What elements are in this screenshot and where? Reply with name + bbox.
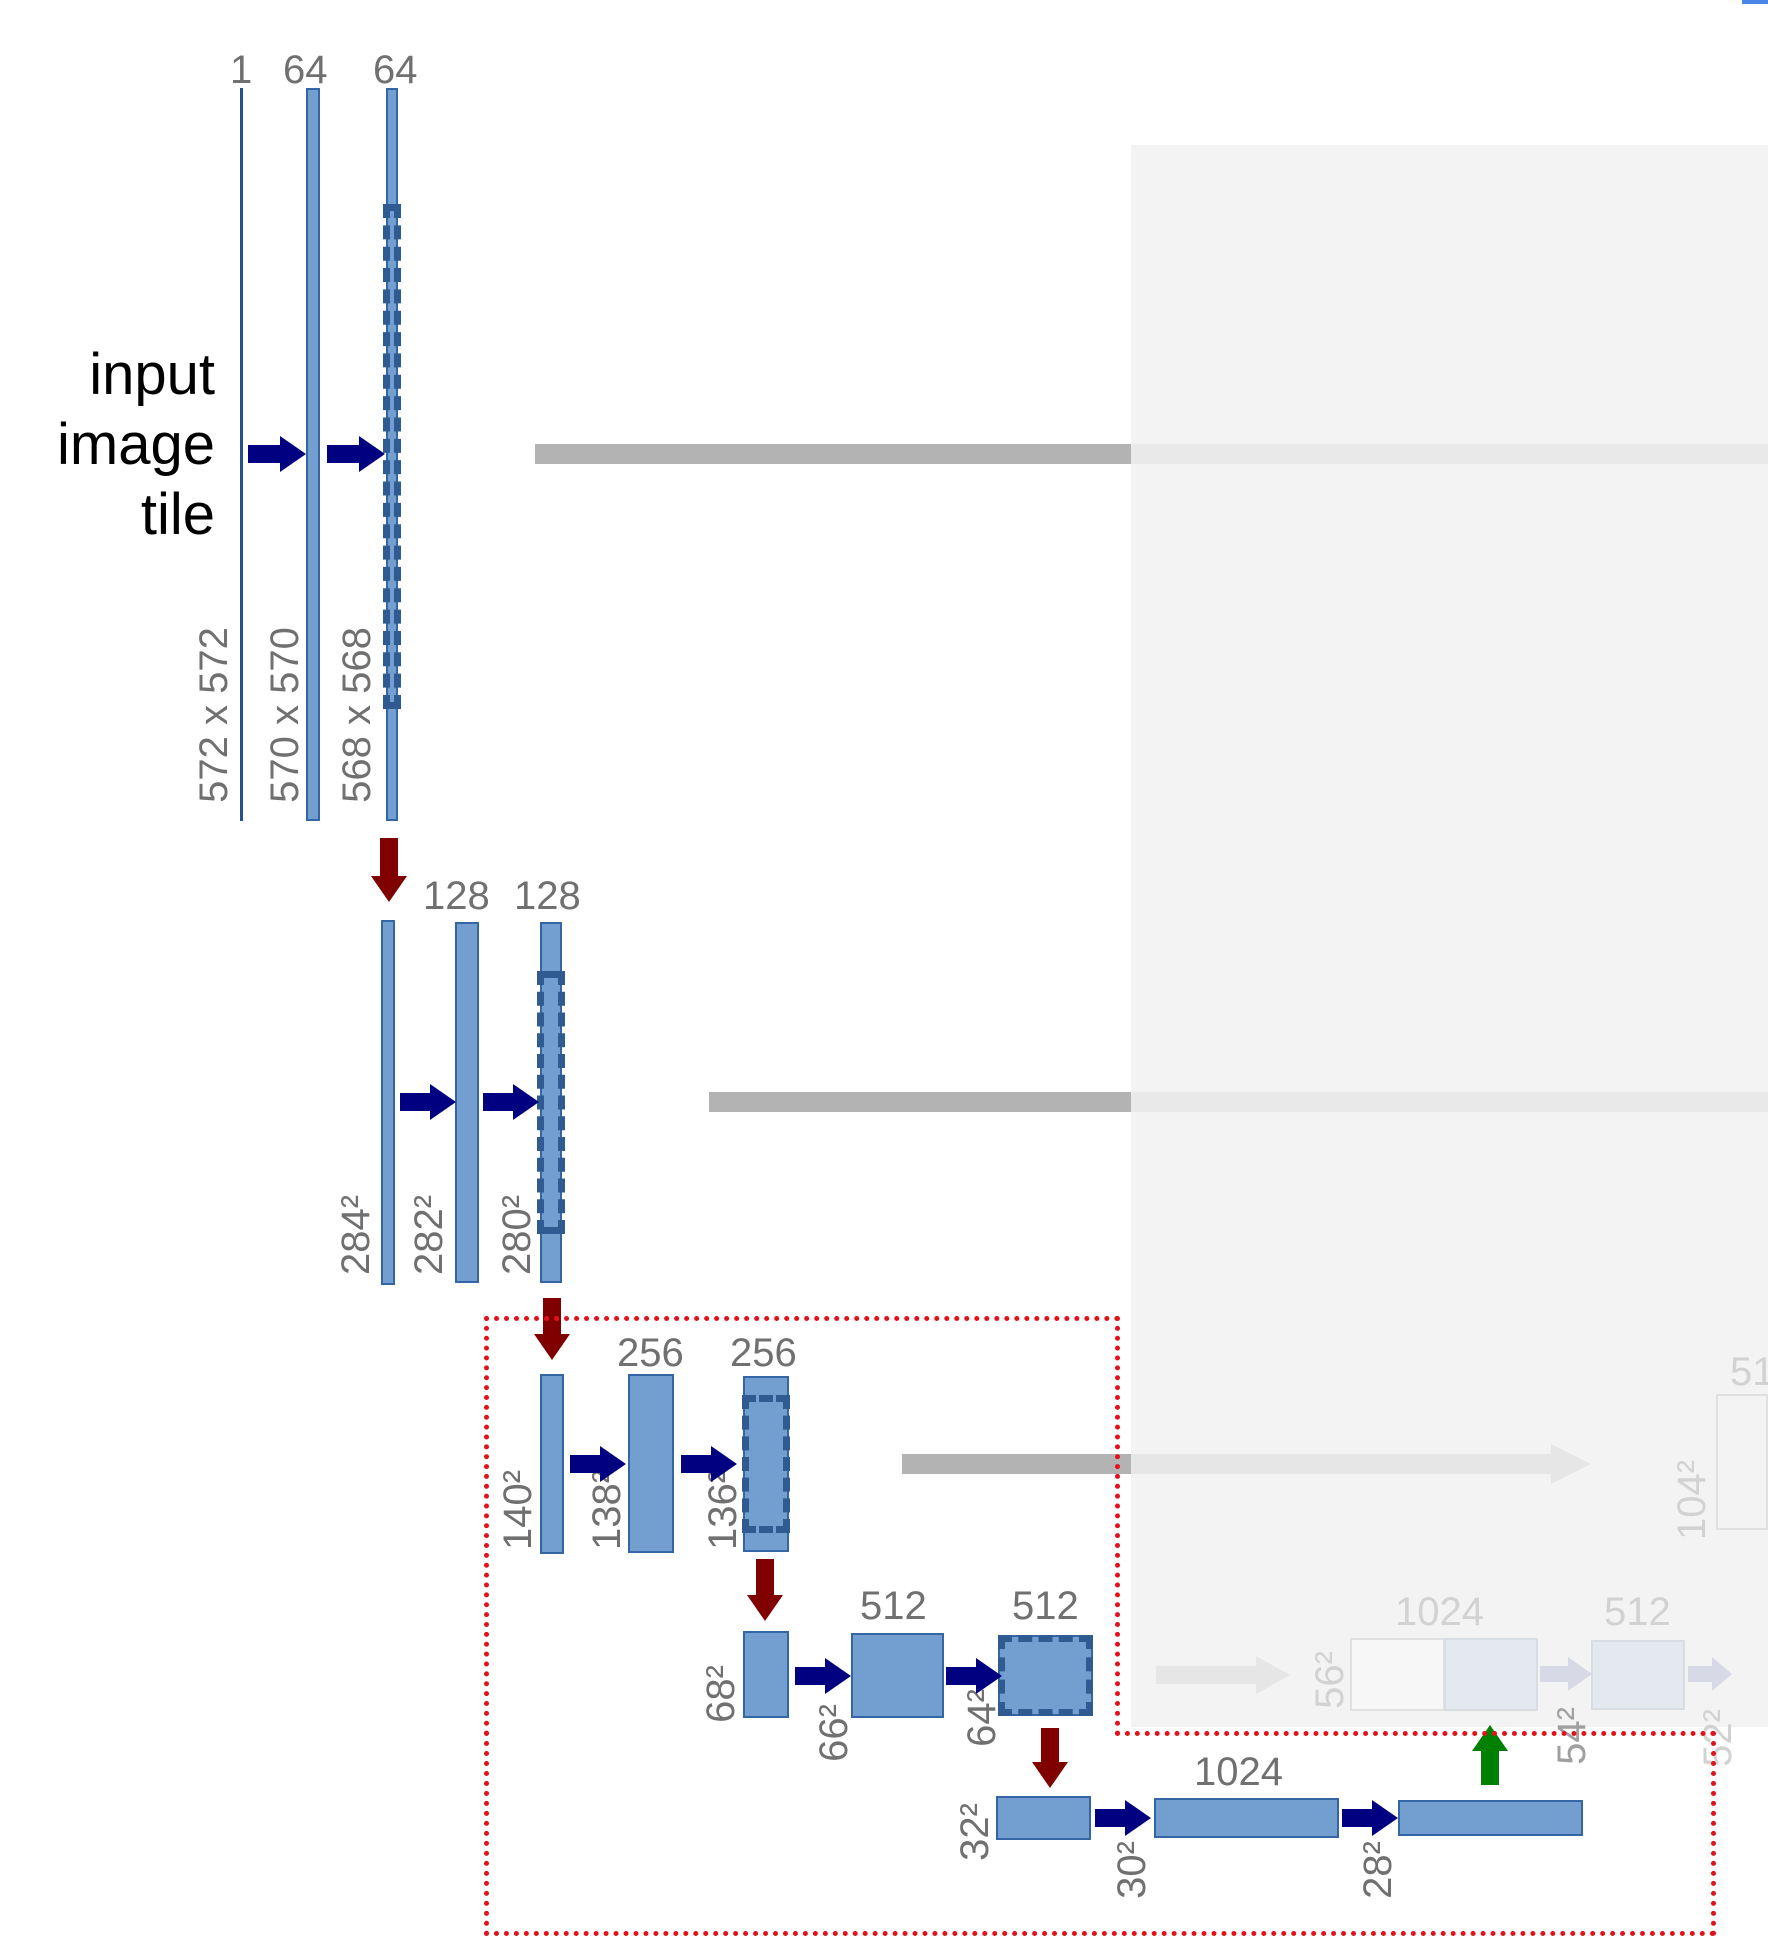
feature-map-l5-conv2 [1398, 1800, 1583, 1836]
pool-arrow-l3 [747, 1559, 783, 1621]
copy-crop-line-l3 [902, 1454, 1132, 1474]
channel-count-l3-conv1: 256 [617, 1331, 684, 1375]
crop-region-l2 [537, 971, 565, 1234]
conv-arrow-l5-a [1095, 1800, 1151, 1836]
crop-region-l4 [998, 1635, 1093, 1716]
conv-arrow-l4-b [946, 1658, 1002, 1694]
feature-map-l4-conv1 [851, 1633, 944, 1718]
corner-marker [1742, 0, 1768, 4]
copy-crop-line-l2 [709, 1092, 1132, 1112]
copy-crop-arrow-l3-faded [1131, 1444, 1591, 1484]
size-label-l2-conv1: 282² [407, 1194, 451, 1276]
feature-map-l4-expansive-conv1 [1591, 1640, 1685, 1710]
up-conv-arrow-l5 [1472, 1725, 1508, 1785]
highlight-box-lower [484, 1731, 1716, 1936]
size-label-l1-input: 572 x 572 [192, 627, 236, 803]
pool-arrow-l2 [534, 1298, 570, 1360]
feature-map-l1-conv1 [306, 88, 320, 821]
channel-count-l4-conv2: 512 [1012, 1584, 1079, 1628]
conv-arrow-l1-a [248, 436, 306, 472]
crop-region-l3 [742, 1395, 790, 1533]
input-label-line-3: tile [140, 482, 215, 547]
conv-arrow-l2-b [483, 1084, 539, 1120]
channel-count-l2-conv2: 128 [514, 874, 581, 918]
feature-map-l4-upconv [1444, 1638, 1538, 1711]
highlight-box-upper [484, 1316, 1120, 1736]
feature-map-l4-cropped-copy [1350, 1638, 1445, 1711]
feature-map-l2-pooled [381, 920, 395, 1285]
channel-count-l2-conv1: 128 [423, 874, 490, 918]
input-label-line-2: image [57, 412, 215, 477]
conv-arrow-l3-a [570, 1446, 626, 1482]
channel-count-l4-conv1: 512 [860, 1584, 927, 1628]
channel-count-l1-conv1: 64 [283, 48, 328, 92]
size-label-l3-expansive: 104² [1670, 1459, 1714, 1541]
channel-count-l1-conv2: 64 [373, 48, 418, 92]
feature-map-l4-pooled [743, 1631, 789, 1718]
pool-arrow-l4 [1032, 1728, 1068, 1788]
conv-arrow-l3-b [681, 1446, 737, 1482]
conv-arrow-l4-a [795, 1658, 851, 1694]
feature-map-l5-pooled [996, 1796, 1091, 1840]
channel-count-l3-expansive-partial: 51 [1730, 1350, 1768, 1394]
channel-count-l4-expansive-conv: 512 [1604, 1590, 1671, 1634]
feature-map-l3-conv1 [628, 1374, 674, 1553]
copy-crop-arrow-l4-faded [1156, 1656, 1290, 1694]
input-image-tile-label: input image tile [20, 340, 215, 550]
input-feature-map [240, 88, 243, 821]
channel-count-l4-expansive-concat: 1024 [1395, 1590, 1484, 1634]
pool-arrow-l1 [371, 838, 407, 902]
input-label-line-1: input [89, 342, 215, 407]
channel-count-l3-conv2: 256 [730, 1331, 797, 1375]
conv-arrow-l2-a [400, 1084, 456, 1120]
feature-map-l5-conv1 [1154, 1798, 1339, 1838]
feature-map-l3-expansive-outline [1716, 1394, 1768, 1530]
feature-map-l3-pooled [540, 1374, 564, 1554]
size-label-l4-expansive-crop: 56² [1308, 1651, 1352, 1709]
conv-arrow-l5-b [1342, 1800, 1398, 1836]
highlight-box-step [1115, 1731, 1716, 1736]
copy-crop-line-l1-faded [1131, 444, 1768, 464]
copy-crop-line-l2-faded [1131, 1092, 1768, 1112]
crop-region-l1 [383, 204, 401, 709]
conv-arrow-l4-faded-a [1540, 1657, 1592, 1691]
feature-map-l2-conv1 [455, 922, 479, 1283]
channel-count-l1-input: 1 [230, 48, 253, 92]
size-label-l2-conv2: 280² [495, 1194, 539, 1276]
copy-crop-line-l1 [535, 444, 1132, 464]
conv-arrow-l1-b [327, 436, 385, 472]
size-label-l1-conv1: 570 x 570 [263, 627, 307, 803]
size-label-l2-pooled: 284² [334, 1194, 378, 1276]
conv-arrow-l4-faded-b [1688, 1657, 1732, 1691]
size-label-l1-conv2: 568 x 568 [335, 627, 379, 803]
channel-count-l5-conv1: 1024 [1194, 1750, 1283, 1794]
